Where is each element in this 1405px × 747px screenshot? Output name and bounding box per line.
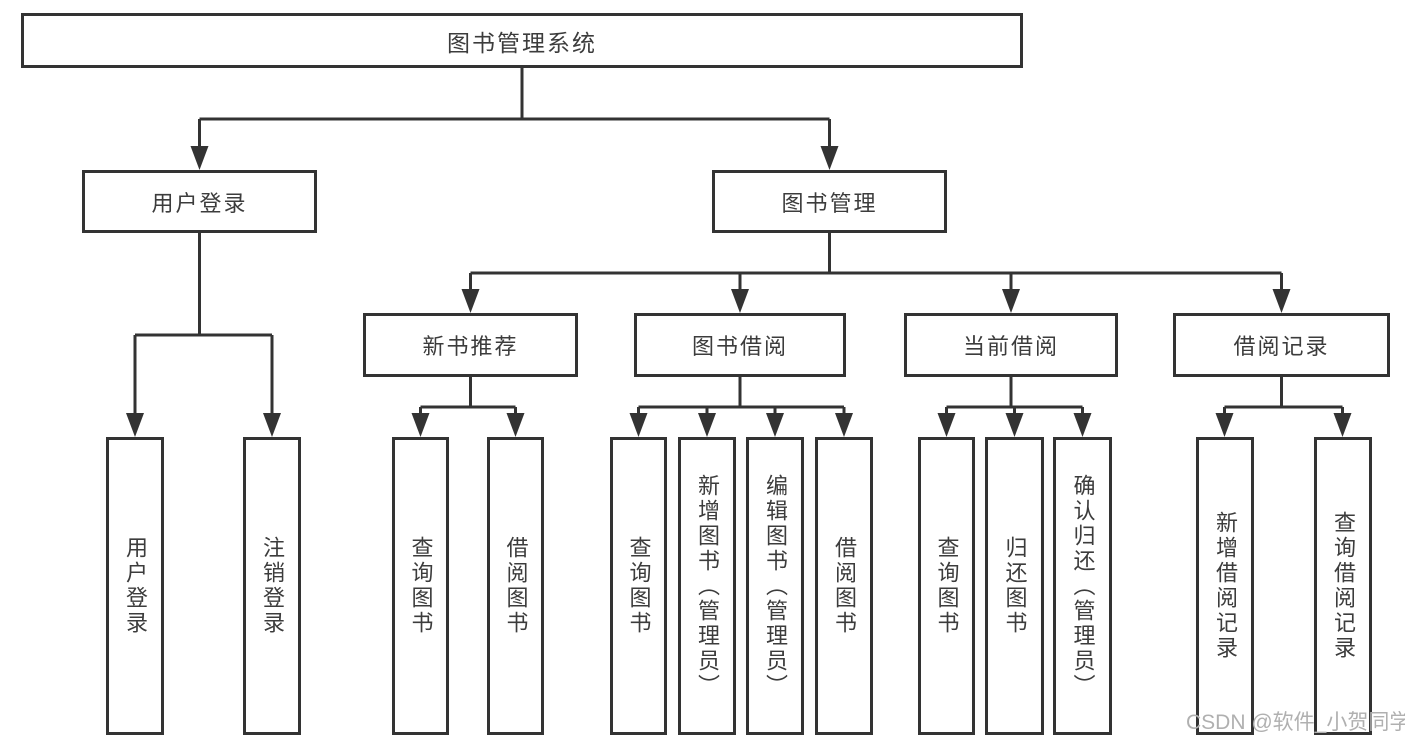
arrowhead-user-login [190, 146, 209, 170]
arrowhead-bb-query [629, 413, 648, 437]
leaf-return-book: 归还图书 [985, 437, 1044, 735]
csdn-watermark: CSDN @软件_小贺同学 [1186, 711, 1405, 734]
arrowhead-bookborrow [731, 289, 749, 313]
node-new-book-recommend: 新书推荐 [363, 313, 578, 377]
arrowhead-bb-borrow [835, 413, 853, 437]
arrowhead-book-mgmt [820, 146, 839, 170]
arrowhead-cb-confirm [1073, 413, 1092, 437]
leaf-borrow-books: 借阅图书 [815, 437, 873, 735]
leaf-edit-book-admin: 编辑图书（管理员） [746, 437, 804, 735]
leaf-logout: 注销登录 [243, 437, 301, 735]
arrowhead-nb-query [411, 413, 430, 437]
leaf-query-books-recommend-label: 查询图书 [408, 536, 434, 636]
leaf-user-login-label: 用户登录 [123, 536, 148, 636]
arrowhead-leaf-logout [263, 413, 281, 437]
node-borrowing-records: 借阅记录 [1173, 313, 1390, 377]
leaf-add-book-admin-label: 新增图书（管理员） [695, 473, 720, 699]
leaf-query-books-recommend: 查询图书 [392, 437, 449, 735]
arrowhead-newbook [461, 289, 480, 313]
node-user-login: 用户登录 [82, 170, 317, 233]
arrowhead-bb-edit [766, 413, 784, 437]
arrowhead-bb-add [698, 413, 716, 437]
leaf-confirm-return-admin-label: 确认归还（管理员） [1070, 473, 1096, 699]
leaf-add-borrow-record: 新增借阅记录 [1196, 437, 1254, 735]
arrowhead-nb-borrow [506, 413, 525, 437]
leaf-borrow-books-recommend: 借阅图书 [487, 437, 544, 735]
leaf-borrow-books-recommend-label: 借阅图书 [503, 536, 529, 636]
arrowhead-currentborrow [1002, 289, 1020, 313]
leaf-add-borrow-record-label: 新增借阅记录 [1213, 511, 1238, 661]
leaf-user-login: 用户登录 [106, 437, 164, 735]
leaf-add-book-admin: 新增图书（管理员） [678, 437, 736, 735]
node-current-borrowing: 当前借阅 [904, 313, 1118, 377]
leaf-query-books-borrow: 查询图书 [610, 437, 667, 735]
leaf-logout-label: 注销登录 [260, 536, 285, 636]
arrowhead-leaf-login [126, 413, 144, 437]
leaf-query-borrow-record-label: 查询借阅记录 [1331, 511, 1356, 661]
leaf-return-book-label: 归还图书 [1002, 536, 1028, 636]
leaf-query-books-borrow-label: 查询图书 [626, 536, 652, 636]
node-book-management: 图书管理 [712, 170, 947, 233]
leaf-confirm-return-admin: 确认归还（管理员） [1053, 437, 1112, 735]
node-library-system: 图书管理系统 [21, 13, 1023, 68]
leaf-edit-book-admin-label: 编辑图书（管理员） [763, 473, 788, 699]
arrowhead-borrowrecord [1272, 289, 1291, 313]
leaf-borrow-books-label: 借阅图书 [832, 536, 857, 636]
arrowhead-br-query [1333, 413, 1352, 437]
leaf-query-borrow-record: 查询借阅记录 [1314, 437, 1372, 735]
arrowhead-cb-return [1005, 413, 1024, 437]
leaf-query-books-current-label: 查询图书 [934, 536, 960, 636]
leaf-query-books-current: 查询图书 [918, 437, 975, 735]
arrowhead-cb-query [937, 413, 956, 437]
arrowhead-br-add [1215, 413, 1234, 437]
node-book-borrowing: 图书借阅 [634, 313, 846, 377]
